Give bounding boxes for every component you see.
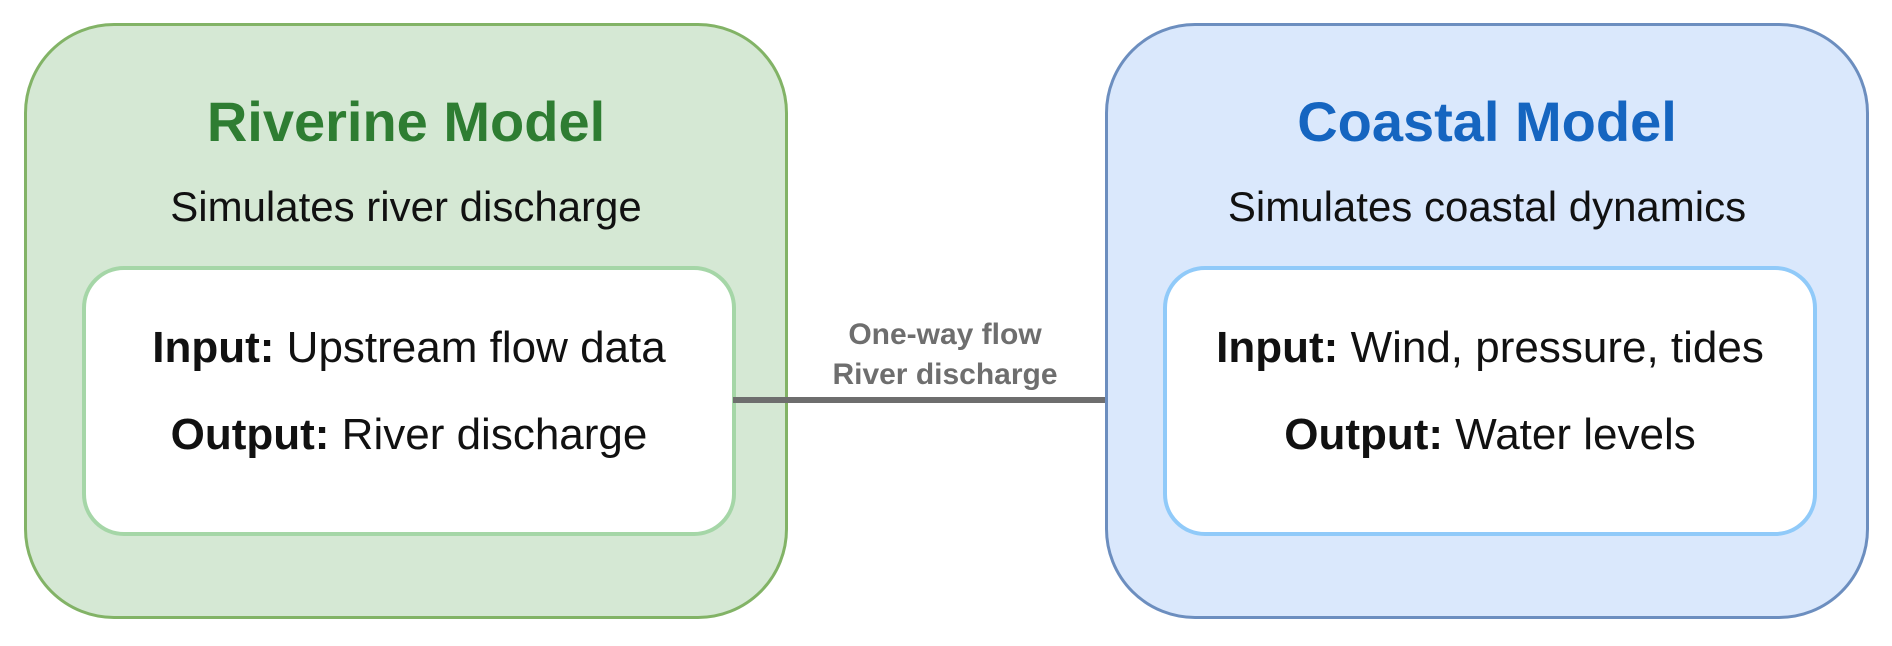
coastal-model-subtitle: Simulates coastal dynamics — [1227, 183, 1747, 230]
coastal-output-value: Water levels — [1455, 410, 1696, 459]
riverine-model-subtitle: Simulates river discharge — [170, 183, 642, 230]
flow-label-line1: One-way flow — [848, 318, 1042, 351]
riverine-output-label: Output: — [170, 410, 330, 459]
riverine-model-box: Riverine Model Simulates river discharge… — [24, 23, 788, 619]
riverine-input-value: Upstream flow data — [286, 323, 666, 372]
coastal-output-line: Output: Water levels — [1167, 413, 1813, 457]
coastal-input-label: Input: — [1216, 323, 1339, 372]
coastal-model-box: Coastal Model Simulates coastal dynamics… — [1105, 23, 1869, 619]
riverine-model-title: Riverine Model — [206, 90, 606, 153]
riverine-output-value: River discharge — [341, 410, 648, 459]
coastal-input-value: Wind, pressure, tides — [1350, 323, 1764, 372]
coastal-output-label: Output: — [1284, 410, 1444, 459]
flow-label-line2: River discharge — [832, 358, 1058, 391]
riverine-input-label: Input: — [152, 323, 275, 372]
coastal-io-box: Input: Wind, pressure, tides Output: Wat… — [1163, 266, 1817, 536]
riverine-input-line: Input: Upstream flow data — [86, 326, 732, 370]
coastal-input-line: Input: Wind, pressure, tides — [1167, 326, 1813, 370]
coastal-model-title: Coastal Model — [1297, 90, 1677, 153]
riverine-output-line: Output: River discharge — [86, 413, 732, 457]
